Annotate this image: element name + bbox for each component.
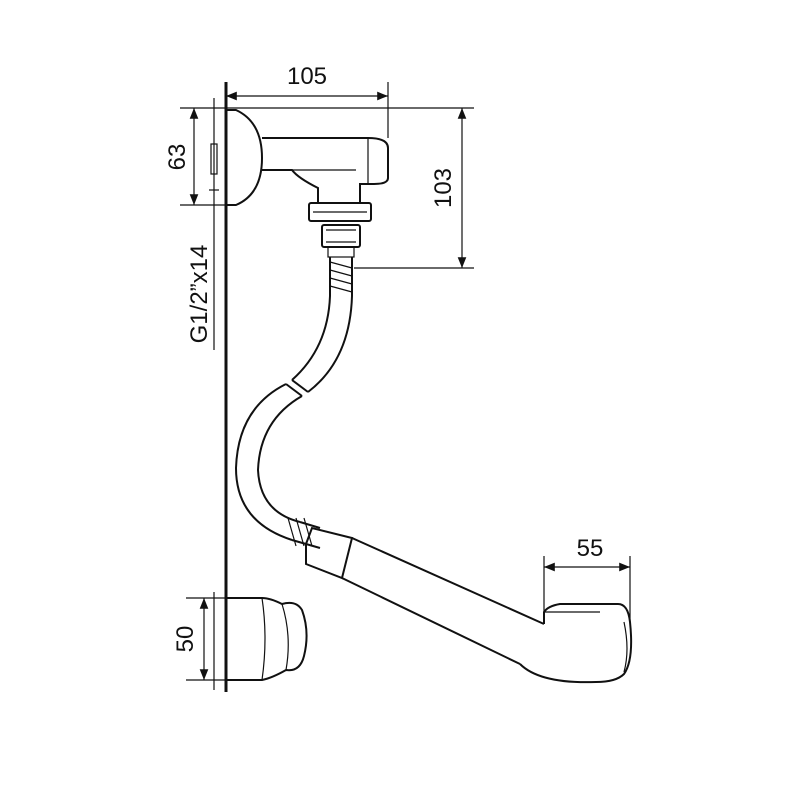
- dimension-head-length: 55: [543, 535, 631, 622]
- dim-105-label: 105: [287, 63, 327, 90]
- dimension-holder-height: 50: [172, 592, 232, 690]
- dimension-width-top: 105: [226, 63, 389, 138]
- flexible-shower-hose: [234, 257, 353, 549]
- dim-103-label: 103: [430, 168, 457, 208]
- thread-label: G1/2”x14: [186, 245, 213, 344]
- dimension-height-outlet: 103: [180, 107, 474, 269]
- dim-63-label: 63: [164, 144, 191, 171]
- hand-shower-head: [305, 526, 633, 684]
- dimension-height-flange: 63: [164, 108, 226, 206]
- wall-outlet-elbow: [226, 109, 389, 258]
- wall-holder-bracket: [226, 597, 308, 681]
- dim-55-label: 55: [577, 535, 604, 562]
- dim-50-label: 50: [172, 626, 199, 653]
- dimension-thread: G1/2”x14: [186, 98, 219, 350]
